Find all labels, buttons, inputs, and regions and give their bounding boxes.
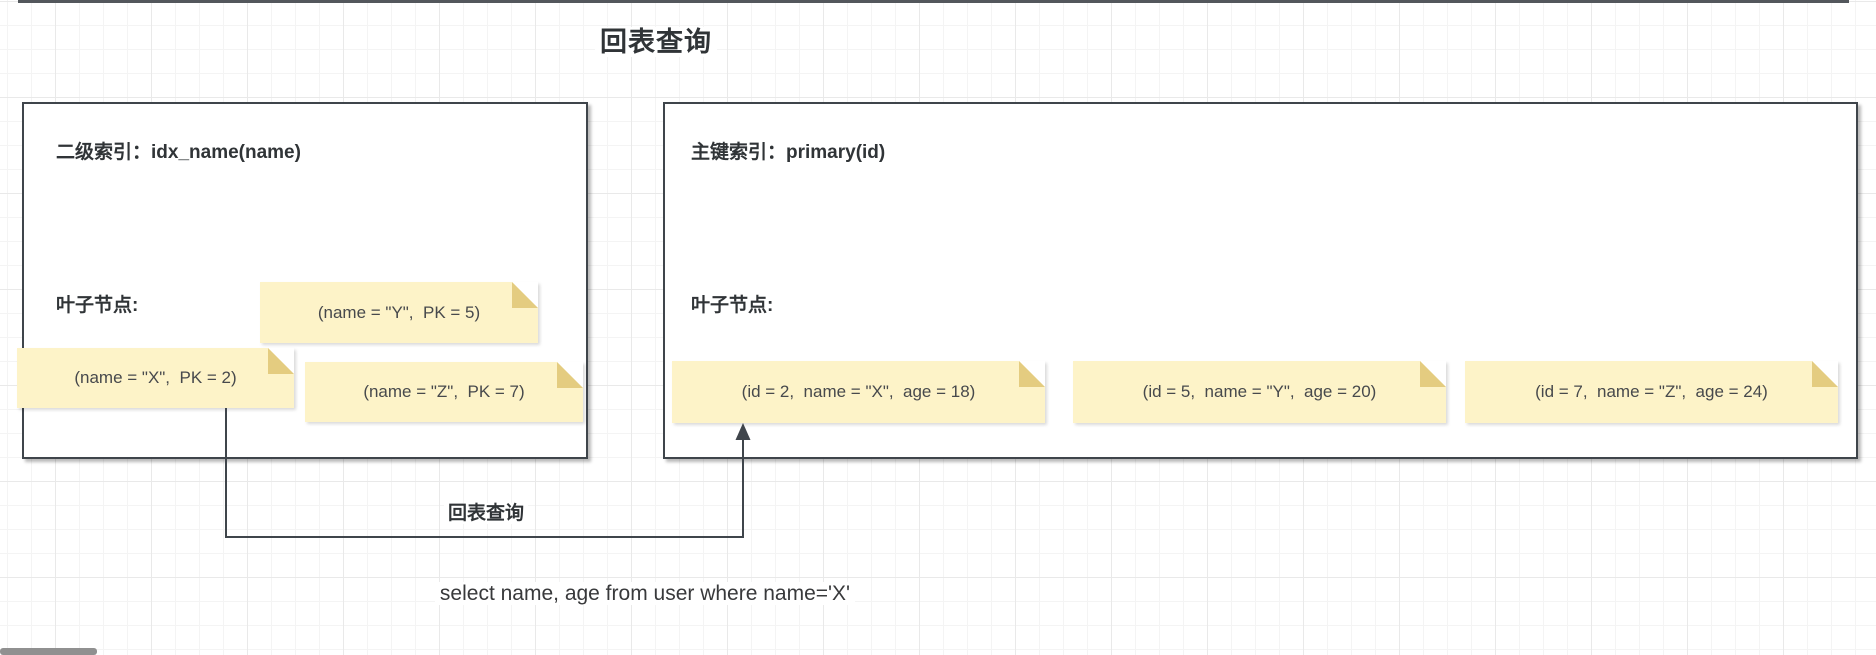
primary-leaf-nodes-label: 叶子节点:: [691, 295, 774, 316]
sticky-note-name-y[interactable]: (name = "Y", PK = 5): [260, 282, 538, 343]
note-text: (name = "Y", PK = 5): [317, 302, 481, 322]
horizontal-scrollbar-thumb[interactable]: [0, 648, 97, 655]
folded-corner-icon: [268, 348, 294, 374]
folded-corner-icon: [1420, 361, 1446, 387]
sticky-note-name-x[interactable]: (name = "X", PK = 2): [17, 348, 294, 408]
folded-corner-icon: [512, 282, 538, 308]
primary-index-header: 主键索引：primary(id): [691, 142, 886, 163]
diagram-title[interactable]: 回表查询: [406, 20, 906, 59]
diagram-title-text: 回表查询: [595, 27, 717, 57]
sticky-note-id-2[interactable]: (id = 2, name = "X", age = 18): [672, 361, 1045, 423]
note-text: (name = "X", PK = 2): [74, 368, 237, 387]
sql-query[interactable]: select name, age from user where name='X…: [345, 582, 945, 606]
arrow-label[interactable]: 回表查询: [386, 498, 586, 525]
arrow-label-text: 回表查询: [443, 503, 528, 524]
note-text: (name = "Z", PK = 7): [363, 382, 525, 401]
secondary-leaf-nodes-label: 叶子节点:: [56, 295, 139, 316]
sql-query-text: select name, age from user where name='X…: [434, 582, 856, 605]
sticky-note-id-5[interactable]: (id = 5, name = "Y", age = 20): [1073, 361, 1446, 423]
folded-corner-icon: [1019, 361, 1045, 387]
sticky-note-name-z[interactable]: (name = "Z", PK = 7): [305, 362, 583, 422]
folded-corner-icon: [1812, 361, 1838, 387]
note-text: (id = 5, name = "Y", age = 20): [1142, 382, 1377, 401]
folded-corner-icon: [557, 362, 583, 388]
secondary-index-header: 二级索引：idx_name(name): [56, 142, 301, 163]
page-top-edge-line: [18, 0, 1849, 3]
note-text: (id = 2, name = "X", age = 18): [741, 382, 976, 401]
note-text: (id = 7, name = "Z", age = 24): [1535, 382, 1768, 401]
sticky-note-id-7[interactable]: (id = 7, name = "Z", age = 24): [1465, 361, 1838, 423]
